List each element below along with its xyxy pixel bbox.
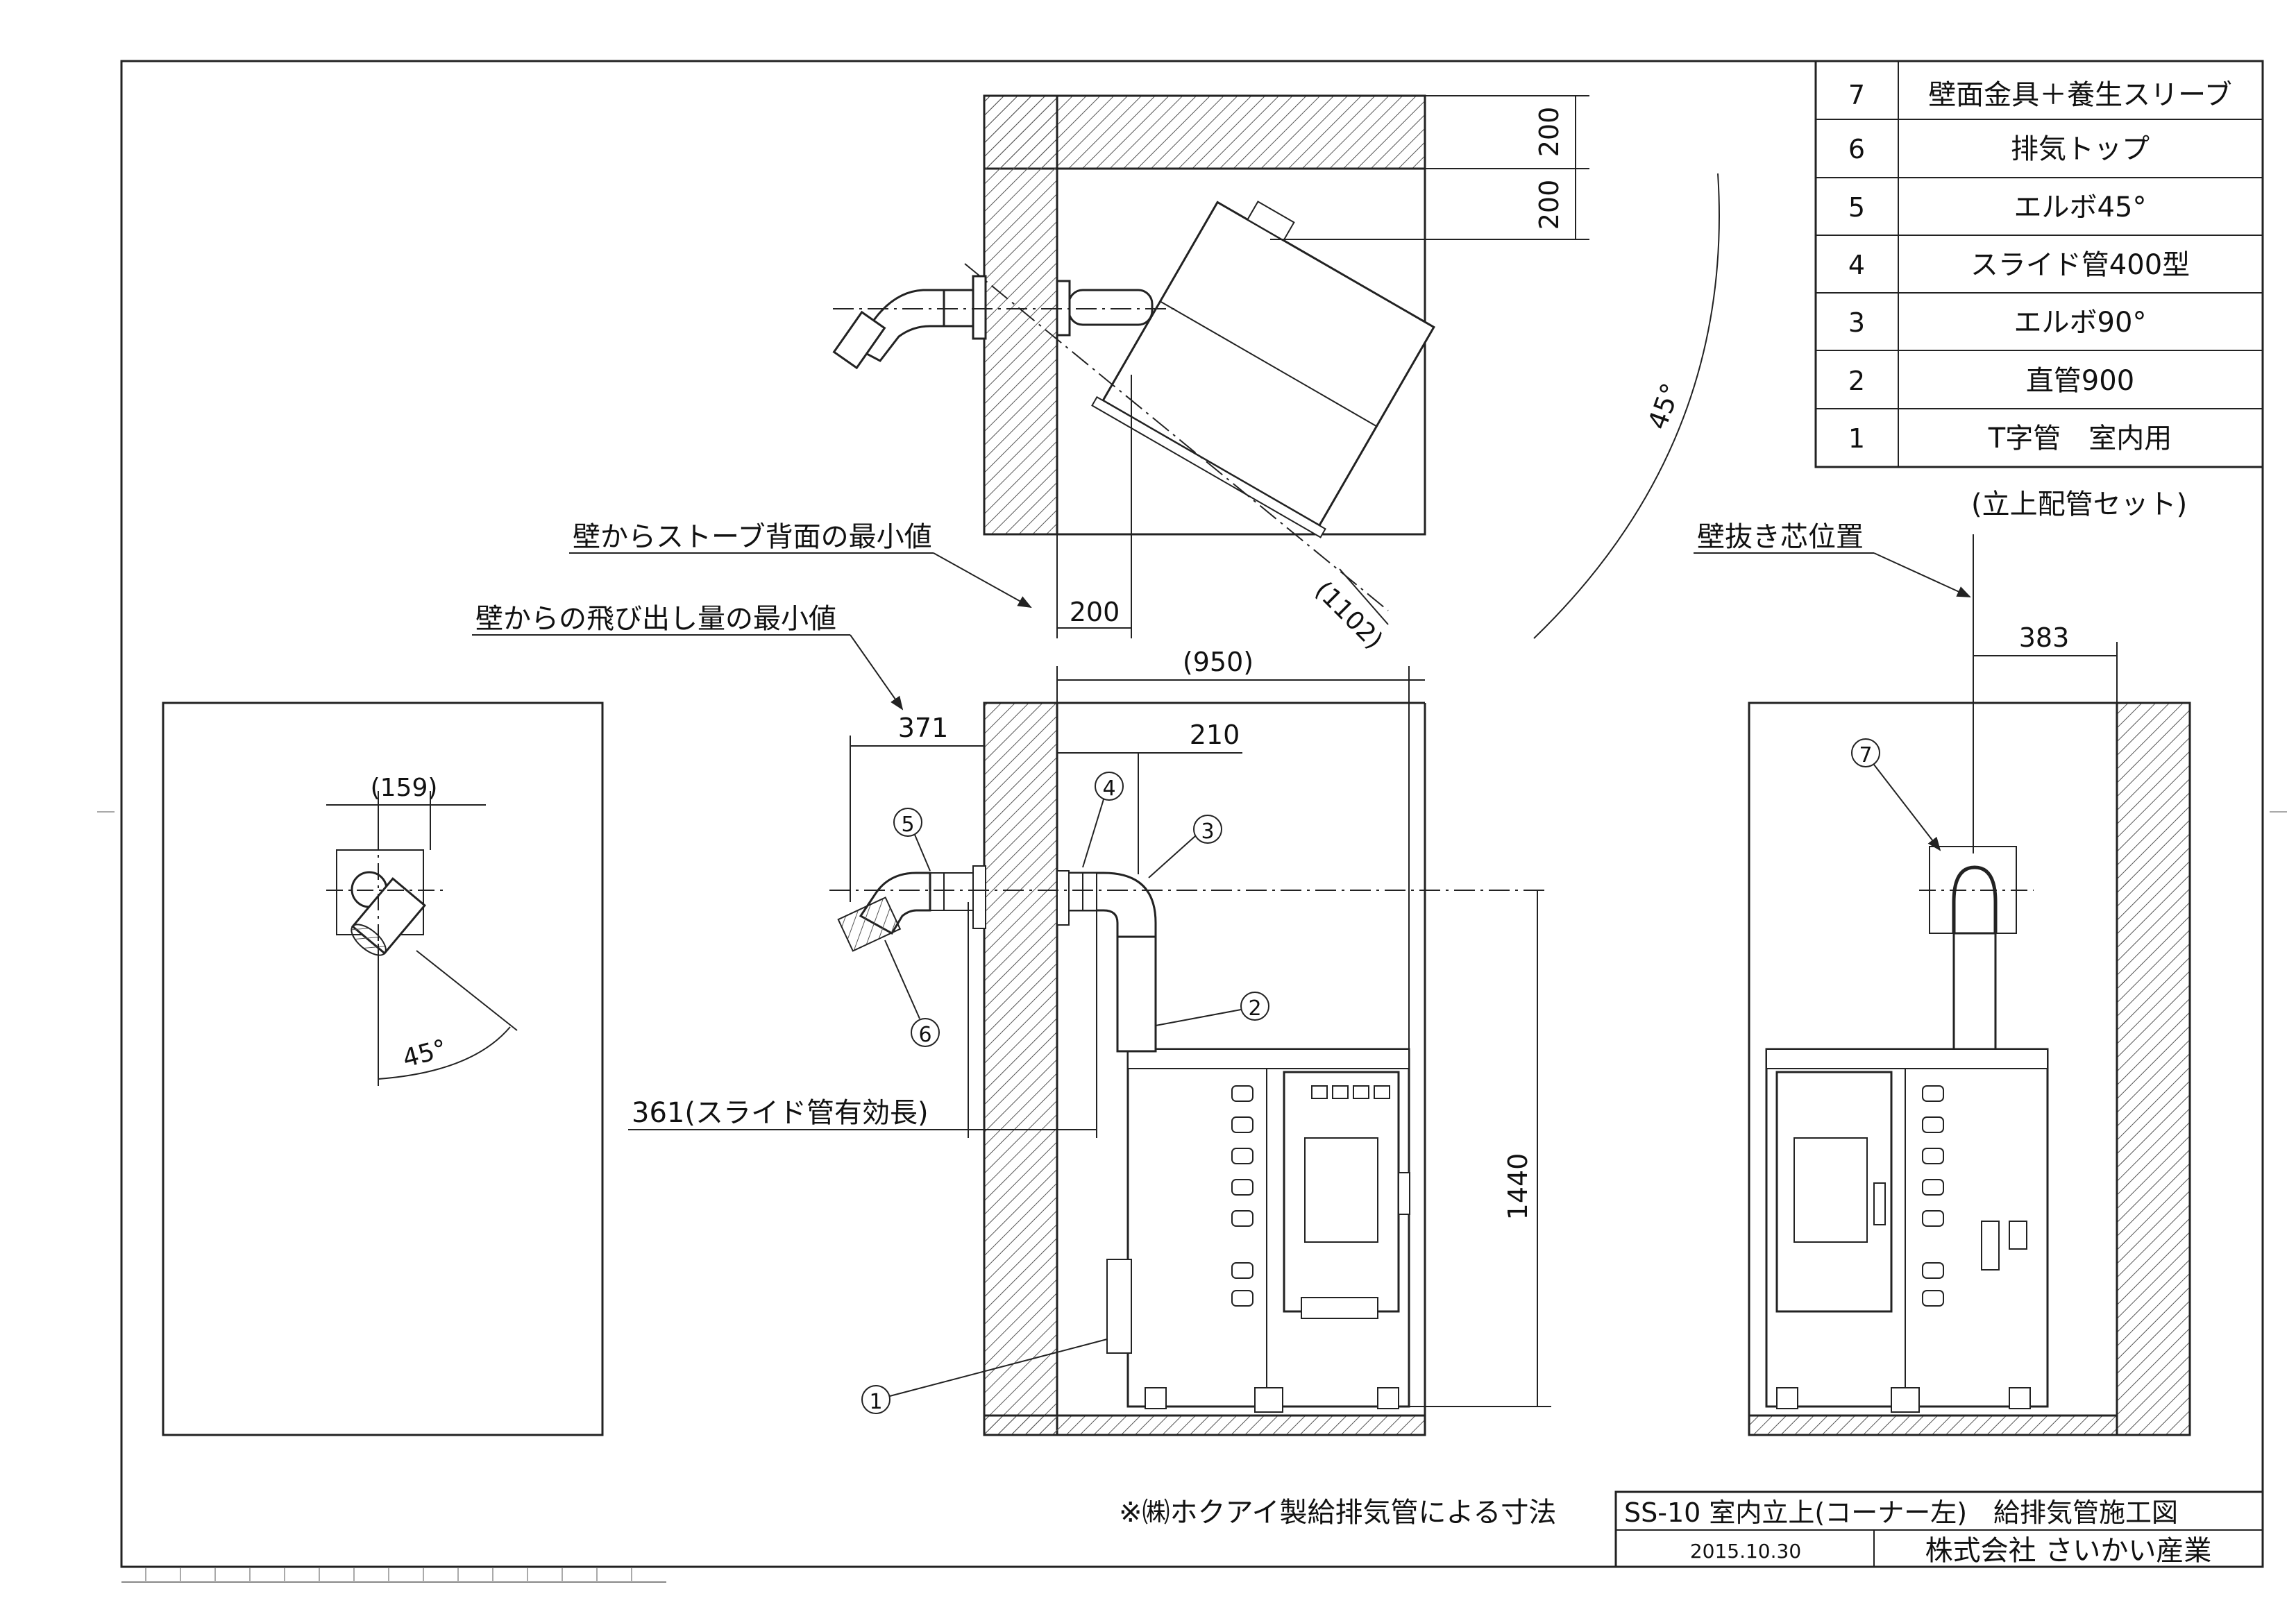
parts-name-1: T字管 室内用 <box>1988 423 2172 454</box>
title-company: 株式会社 さいかい産業 <box>1925 1535 2212 1567</box>
title-text: SS-10 室内立上(コーナー左) 給排気管施工図 <box>1624 1497 2178 1528</box>
parts-name-7: 壁面金具＋養生スリーブ <box>1928 79 2232 111</box>
dim-top-200-a: 200 <box>1534 107 1564 158</box>
parts-no-2: 2 <box>1848 366 1865 396</box>
label-wall-to-back: 壁からストーブ背面の最小値 <box>573 521 932 553</box>
title-block: SS-10 室内立上(コーナー左) 給排気管施工図 2015.10.30 株式会… <box>1614 1490 2264 1568</box>
parts-no-1: 1 <box>1848 423 1865 454</box>
parts-no-6: 6 <box>1848 134 1865 164</box>
dim-159: (159) <box>371 774 438 802</box>
label-riser-set: (立上配管セット) <box>1971 488 2187 520</box>
dim-371: 371 <box>898 713 949 743</box>
callout-7: 7 <box>1859 743 1872 767</box>
drawing-frame <box>120 60 2264 1568</box>
parts-name-2: 直管900 <box>2026 365 2134 397</box>
callout-6: 6 <box>918 1023 931 1047</box>
title-date: 2015.10.30 <box>1690 1540 1801 1563</box>
callout-1: 1 <box>869 1390 882 1414</box>
callout-5: 5 <box>901 813 914 837</box>
dim-1440: 1440 <box>1503 1153 1533 1221</box>
label-slide-effective: 361(スライド管有効長) <box>632 1097 929 1129</box>
label-penetration-center: 壁抜き芯位置 <box>1697 521 1864 553</box>
parts-name-5: エルボ45° <box>2014 192 2147 223</box>
parts-name-4: スライド管400型 <box>1970 249 2190 281</box>
dim-383: 383 <box>2019 622 2070 653</box>
dim-width-950: (950) <box>1183 647 1253 677</box>
callout-2: 2 <box>1248 996 1261 1021</box>
parts-no-7: 7 <box>1848 80 1865 110</box>
dim-top-200-c: 200 <box>1070 597 1120 627</box>
parts-no-5: 5 <box>1848 192 1865 223</box>
note-text: ※㈱ホクアイ製給排気管による寸法 <box>1119 1497 1556 1529</box>
outside-wall-view: (159) 45° <box>162 702 604 1436</box>
dim-top-200-b: 200 <box>1534 180 1564 230</box>
stove-front <box>1126 1048 1410 1413</box>
callout-4: 4 <box>1102 776 1115 801</box>
dim-diag-1102: (1102) <box>1309 576 1388 655</box>
side-elevation: 383 7 <box>1748 534 2191 1436</box>
parts-name-3: エルボ90° <box>2014 307 2147 339</box>
parts-name-6: 排気トップ <box>2011 133 2150 165</box>
callout-3: 3 <box>1201 819 1214 844</box>
dim-210: 210 <box>1190 720 1240 750</box>
parts-table: 7 壁面金具＋養生スリーブ 6 排気トップ 5 エルボ45° 4 スライド管40… <box>1814 60 2264 468</box>
parts-no-3: 3 <box>1848 307 1865 338</box>
parts-no-4: 4 <box>1848 250 1865 280</box>
front-elevation: (950) 371 210 1440 361(スライド管有効長) 1 2 3 4… <box>628 647 1551 1436</box>
label-protrusion: 壁からの飛び出し量の最小値 <box>475 603 836 635</box>
